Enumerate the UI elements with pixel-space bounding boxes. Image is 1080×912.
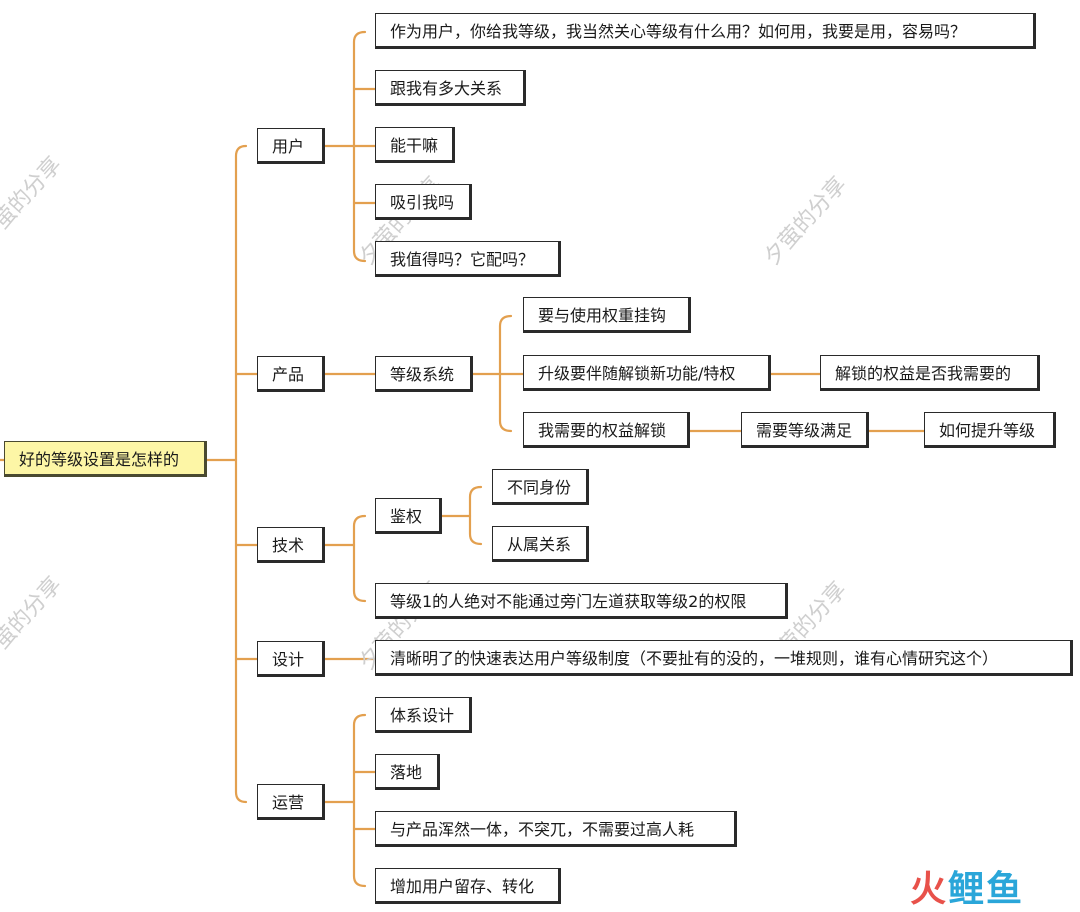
- root-node[interactable]: 好的等级设置是怎样的: [4, 441, 207, 477]
- tech-rule[interactable]: 等级1的人绝对不能通过旁门左道获取等级2的权限: [375, 583, 788, 619]
- product-sub-2-child[interactable]: 解锁的权益是否我需要的: [820, 355, 1040, 391]
- tech-auth-item-2[interactable]: 从属关系: [492, 526, 589, 562]
- logo-part: 鱼: [986, 869, 1025, 910]
- branch-ops[interactable]: 运营: [257, 784, 325, 820]
- product-sub-3-grandchild[interactable]: 如何提升等级: [924, 412, 1056, 448]
- tech-auth-item-1[interactable]: 不同身份: [492, 469, 589, 505]
- branch-user[interactable]: 用户: [257, 128, 325, 164]
- user-item-2[interactable]: 跟我有多大关系: [375, 70, 526, 106]
- tech-auth[interactable]: 鉴权: [375, 498, 442, 534]
- product-level-system[interactable]: 等级系统: [375, 356, 473, 392]
- branch-design[interactable]: 设计: [257, 641, 325, 677]
- branch-tech[interactable]: 技术: [257, 527, 325, 563]
- logo-part: 火: [910, 869, 949, 910]
- product-sub-2[interactable]: 升级要伴随解锁新功能/特权: [523, 355, 771, 391]
- ops-item-1[interactable]: 体系设计: [375, 697, 472, 733]
- design-item[interactable]: 清晰明了的快速表达用户等级制度（不要扯有的没的，一堆规则，谁有心情研究这个）: [375, 640, 1073, 676]
- user-item-5[interactable]: 我值得吗？它配吗？: [375, 241, 561, 277]
- user-item-3[interactable]: 能干嘛: [375, 127, 455, 163]
- logo-part: 鲤: [948, 869, 987, 910]
- product-sub-3[interactable]: 我需要的权益解锁: [523, 412, 690, 448]
- product-sub-1[interactable]: 要与使用权重挂钩: [523, 297, 691, 333]
- ops-item-2[interactable]: 落地: [375, 754, 440, 790]
- branch-product[interactable]: 产品: [257, 356, 325, 392]
- user-item-1[interactable]: 作为用户，你给我等级，我当然关心等级有什么用？如何用，我要是用，容易吗？: [375, 13, 1036, 49]
- user-item-4[interactable]: 吸引我吗: [375, 184, 472, 220]
- site-logo: 火鲤鱼: [910, 860, 1024, 912]
- ops-item-3[interactable]: 与产品浑然一体，不突兀，不需要过高人耗: [375, 811, 737, 847]
- product-sub-3-child[interactable]: 需要等级满足: [741, 412, 869, 448]
- ops-item-4[interactable]: 增加用户留存、转化: [375, 868, 561, 904]
